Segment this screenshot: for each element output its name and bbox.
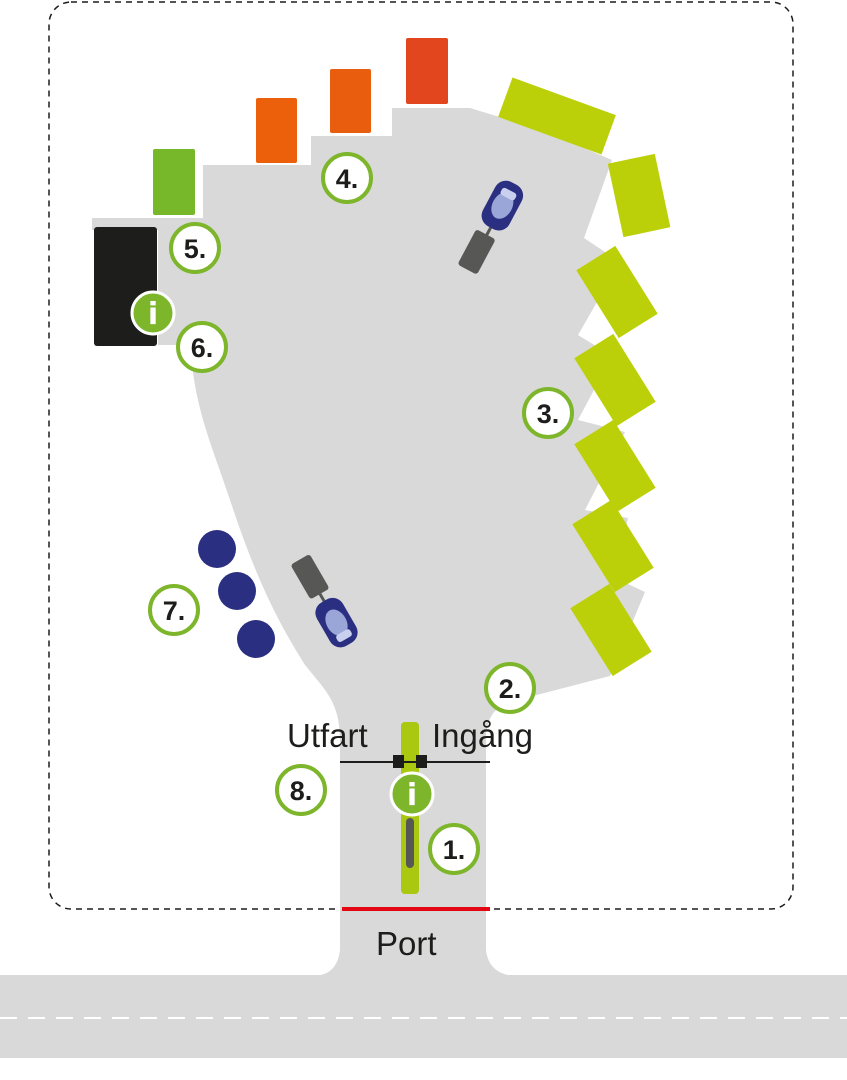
marker-5[interactable]: 5. bbox=[169, 222, 221, 274]
marker-4[interactable]: 4. bbox=[321, 152, 373, 204]
marker-7[interactable]: 7. bbox=[148, 584, 200, 636]
marker-3-label: 3. bbox=[537, 399, 560, 429]
exit-label: Utfart bbox=[287, 717, 368, 754]
car-with-trailer-2 bbox=[291, 554, 358, 648]
car-with-trailer-1 bbox=[458, 180, 524, 274]
marker-2-label: 2. bbox=[499, 674, 522, 704]
main-road bbox=[0, 975, 847, 1058]
green-container bbox=[153, 149, 195, 215]
lime-containers bbox=[498, 77, 671, 677]
collection-bins bbox=[198, 530, 275, 658]
marker-4-label: 4. bbox=[336, 164, 359, 194]
marker-8-label: 8. bbox=[290, 776, 313, 806]
marker-8[interactable]: 8. bbox=[275, 764, 327, 816]
gate-label: Port bbox=[376, 925, 437, 962]
marker-6-label: 6. bbox=[191, 333, 214, 363]
yard-area bbox=[92, 108, 645, 976]
info-icon[interactable]: i bbox=[130, 290, 176, 336]
info-icon[interactable]: i bbox=[389, 771, 435, 817]
marker-1[interactable]: 1. bbox=[428, 823, 480, 875]
marker-6[interactable]: 6. bbox=[176, 321, 228, 373]
marker-2[interactable]: 2. bbox=[484, 662, 536, 714]
marker-5-label: 5. bbox=[184, 234, 207, 264]
entrance-label: Ingång bbox=[432, 717, 533, 754]
info-icon-glyph: i bbox=[148, 297, 158, 332]
marker-1-label: 1. bbox=[443, 835, 466, 865]
info-icon-glyph: i bbox=[407, 778, 417, 813]
orange-containers bbox=[256, 38, 448, 163]
marker-3[interactable]: 3. bbox=[522, 387, 574, 439]
marker-7-label: 7. bbox=[163, 596, 186, 626]
